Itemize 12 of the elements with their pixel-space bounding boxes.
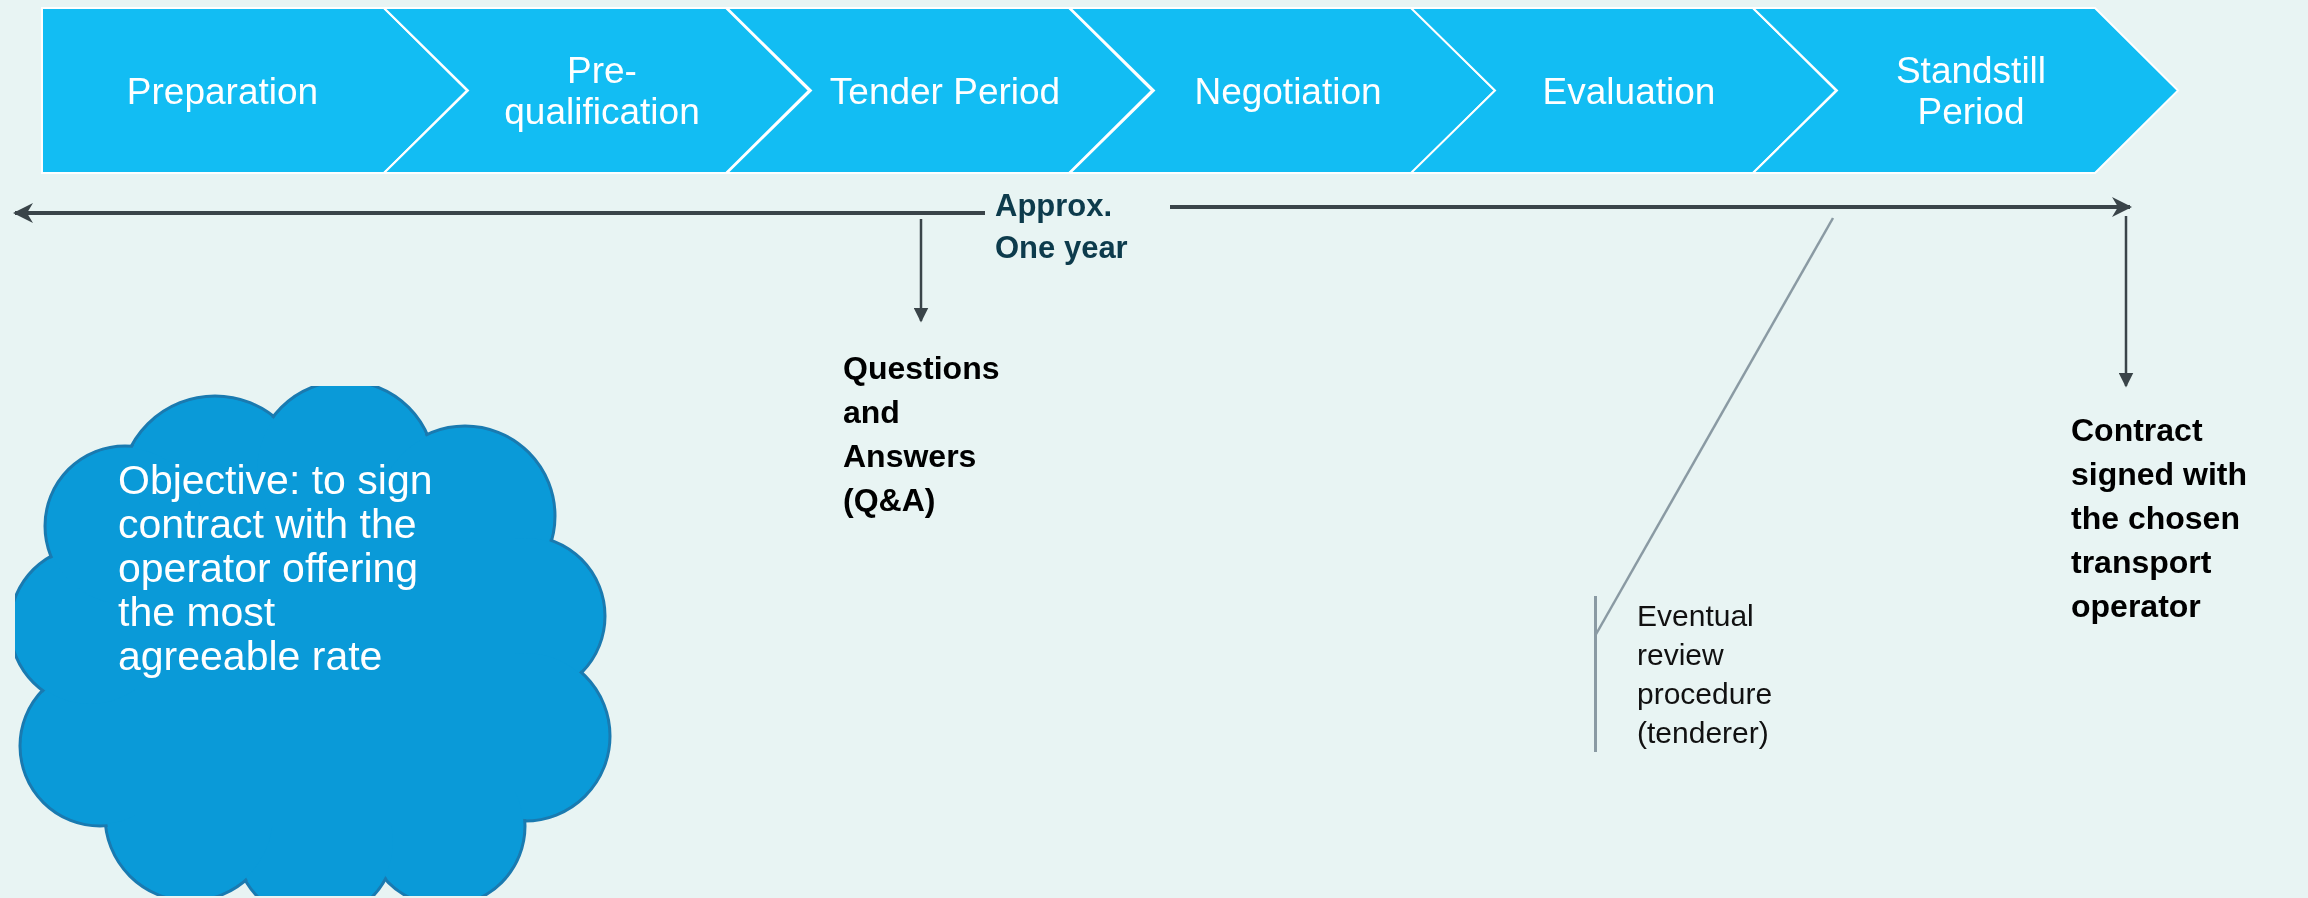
arrow [913, 219, 929, 323]
duration-label: Approx. One year [995, 187, 1129, 267]
stage-label: Standstill Period [1894, 49, 2048, 132]
arrow [2118, 216, 2134, 388]
note-text: Questions and Answers (Q&A) [843, 349, 1001, 520]
objective-text: Objective: to sign contract with the operator offering the most agreeable rate [118, 458, 434, 678]
note-text: Contract signed with the chosen transport operator [2071, 411, 2248, 626]
stage-label: Tender Period [828, 70, 1062, 111]
stage-label: Evaluation [1541, 70, 1717, 111]
note-text: Eventual review procedure (tenderer) [1637, 598, 1774, 751]
stage-label: Pre- qualification [503, 49, 701, 132]
stage-label: Negotiation [1193, 70, 1383, 111]
